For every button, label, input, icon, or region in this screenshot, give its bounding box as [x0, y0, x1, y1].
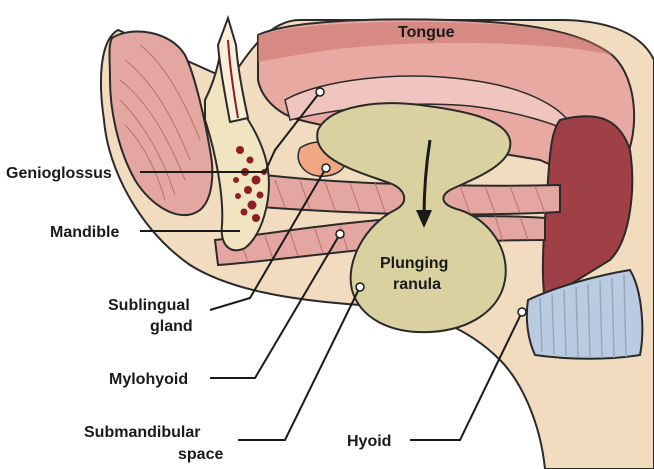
label-ranula-line2: ranula [393, 276, 441, 293]
leader-lines [140, 91, 523, 441]
leader-submandibular [238, 286, 361, 441]
down-arrow-icon [416, 139, 432, 228]
hyoid-rings [539, 274, 627, 359]
bone-marrow [233, 146, 267, 222]
label-genioglossus: Genioglossus [6, 165, 112, 182]
tooth [216, 14, 250, 124]
label-hyoid: Hyoid [347, 433, 391, 450]
label-submandibular-line1: Submandibular [84, 424, 200, 441]
label-tongue: Tongue [398, 24, 455, 41]
label-sublingual-line1: Sublingual [108, 297, 190, 314]
label-mylohyoid: Mylohyoid [109, 371, 188, 388]
lip-striations [119, 44, 201, 201]
label-mandible: Mandible [50, 224, 119, 241]
leader-dots [315, 87, 527, 317]
label-sublingual-line2: gland [150, 318, 193, 335]
label-submandibular-line2: space [178, 446, 223, 463]
ranula-cyst [316, 102, 512, 334]
genioglossus-muscle [223, 168, 561, 216]
label-ranula-line1: Plunging [380, 255, 448, 272]
leader-mylohyoid [210, 233, 341, 379]
tooth-canal [227, 39, 239, 119]
tongue-dorsum-shade [258, 21, 612, 62]
leader-sublingual [209, 167, 327, 311]
leader-hyoid [410, 311, 523, 441]
lip-muscle [108, 30, 214, 217]
pharyngeal-muscle [541, 115, 634, 302]
